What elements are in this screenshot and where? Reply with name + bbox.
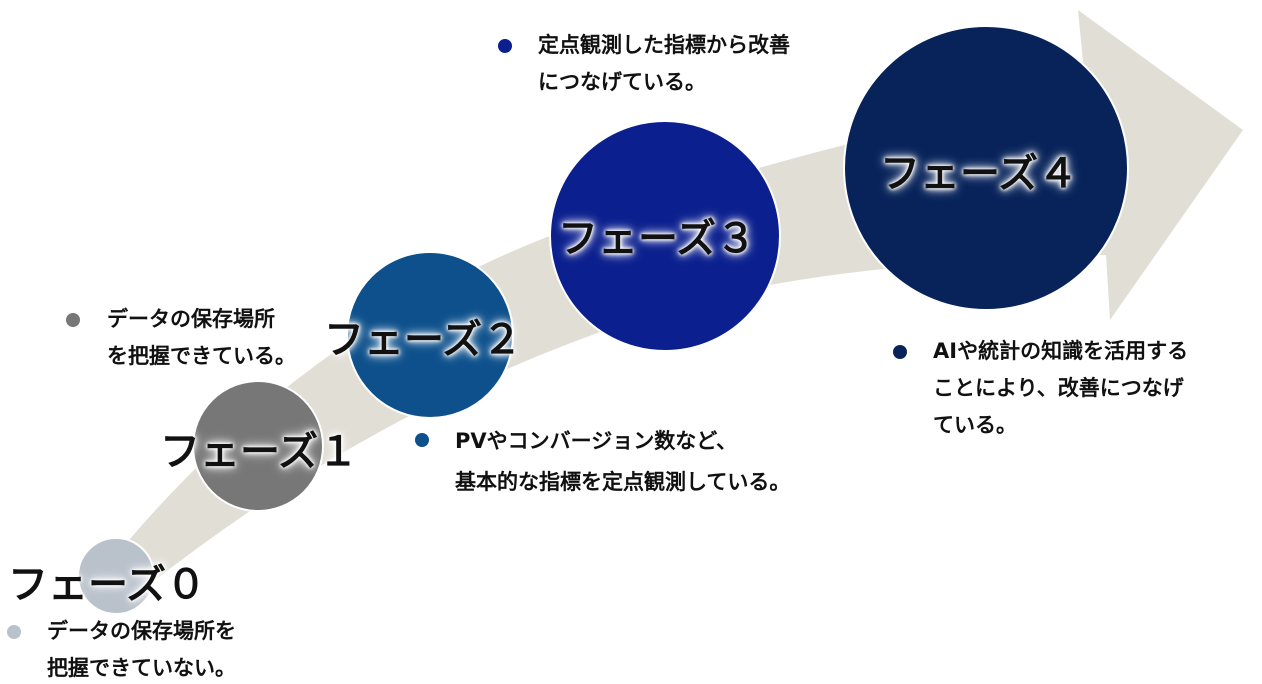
- line: ている。: [933, 413, 1017, 437]
- phase-0-label: フェーズ０: [8, 562, 206, 608]
- line: 基本的な指標を定点観測している。: [455, 470, 791, 494]
- phase-2-circle: [346, 251, 514, 419]
- phase-0-description: データの保存場所を 把握できていない。: [47, 613, 236, 684]
- line: データの保存場所を: [47, 619, 236, 643]
- phase-1-label: フェーズ１: [160, 429, 358, 475]
- phase-3-description: 定点観測した指標から改善 につなげている。: [538, 27, 790, 101]
- line: AIや統計の知識を活用する: [933, 339, 1189, 363]
- phase-1-description: データの保存場所 を把握できている。: [107, 301, 296, 375]
- phase-4-bullet: [893, 345, 907, 359]
- phase-3-label: フェーズ３: [558, 216, 756, 262]
- phase-2-label: フェーズ２: [324, 317, 522, 363]
- phase-1-circle: [192, 380, 324, 512]
- line: ことにより、改善につなげ: [933, 376, 1184, 400]
- line: 定点観測した指標から改善: [538, 33, 790, 57]
- phase-3-circle: [549, 120, 781, 352]
- line: データの保存場所: [107, 307, 275, 331]
- phase-2-bullet: [415, 433, 429, 447]
- phase-0-circle: [77, 537, 155, 615]
- phase-3-bullet: [498, 39, 512, 53]
- line: PVやコンバージョン数など、: [455, 429, 738, 453]
- phase-0-bullet: [7, 625, 21, 639]
- phase-2-description: PVやコンバージョン数など、 基本的な指標を定点観測している。: [455, 421, 790, 503]
- line: につなげている。: [538, 70, 706, 94]
- phase-1-bullet: [66, 313, 80, 327]
- line: を把握できている。: [107, 344, 296, 368]
- phase-4-description: AIや統計の知識を活用する ことにより、改善につなげ ている。: [933, 333, 1188, 444]
- phase-4-label: フェーズ４: [880, 151, 1078, 197]
- line: 把握できていない。: [47, 656, 236, 680]
- phase-4-circle: [843, 25, 1129, 311]
